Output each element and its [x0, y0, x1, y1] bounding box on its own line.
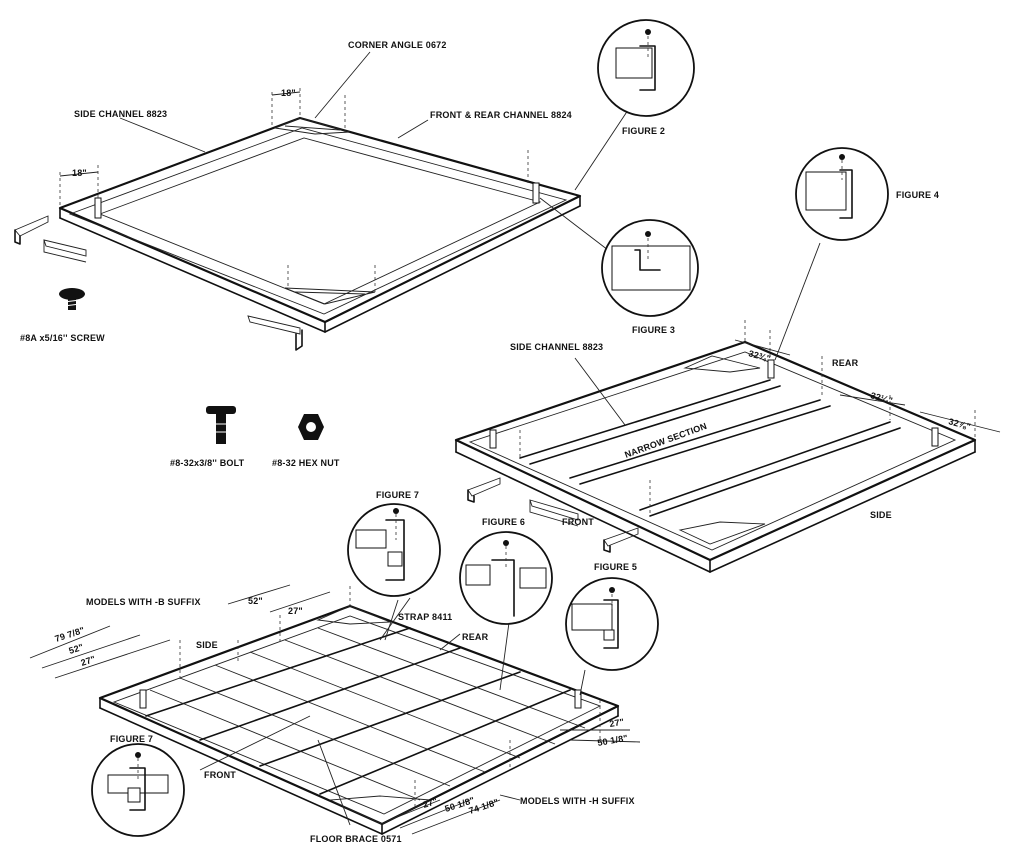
- figure3-detail: [601, 219, 699, 317]
- loose-channels-top: [14, 215, 303, 351]
- label-figure2: FIGURE 2: [622, 126, 665, 136]
- label-narrow-section: NARROW SECTION: [623, 421, 708, 460]
- figure7-top-detail: [347, 503, 441, 597]
- top-frame-assembly: [58, 51, 641, 333]
- label-corner-angle: CORNER ANGLE 0672: [348, 40, 447, 50]
- label-side-mid: SIDE: [870, 510, 892, 520]
- figure5-detail: [565, 577, 659, 671]
- hex-nut-icon: [298, 414, 324, 440]
- label-front-rear-channel: FRONT & REAR CHANNEL 8824: [430, 110, 572, 120]
- loose-channels-middle: [467, 477, 639, 553]
- label-figure3: FIGURE 3: [632, 325, 675, 335]
- label-floor-brace: FLOOR BRACE 0571: [310, 834, 402, 844]
- label-side-channel-mid: SIDE CHANNEL 8823: [510, 342, 603, 352]
- label-side-bottom: SIDE: [196, 640, 218, 650]
- label-front-bottom: FRONT: [204, 770, 236, 780]
- label-dim-18-left: 18": [72, 168, 87, 178]
- label-dim-27-left: 27": [80, 654, 97, 668]
- label-figure7-bottom: FIGURE 7: [110, 734, 153, 744]
- label-dim-32-a: 32¾": [747, 348, 771, 364]
- screw-icon: [59, 288, 85, 310]
- label-strap: STRAP 8411: [398, 612, 452, 622]
- label-models-b: MODELS WITH -B SUFFIX: [86, 597, 201, 607]
- label-dim-52-left: 52": [68, 642, 85, 656]
- floor-grid-assembly: [29, 584, 641, 835]
- figure4-detail: [795, 147, 889, 241]
- label-dim-32-b: 32¼": [869, 390, 893, 406]
- label-dim-52-top: 52": [248, 596, 263, 606]
- label-figure7-top: FIGURE 7: [376, 490, 419, 500]
- middle-frame-assembly: [454, 242, 1001, 573]
- label-models-h: MODELS WITH -H SUFFIX: [520, 796, 635, 806]
- figure2-detail: [597, 19, 695, 117]
- label-dim-50-right: 50 1/8": [597, 733, 629, 748]
- label-dim-27-bottom: 27": [422, 796, 439, 810]
- label-bolt: #8-32x3/8'' BOLT: [170, 458, 245, 468]
- figure6-detail: [459, 531, 553, 625]
- label-figure4: FIGURE 4: [896, 190, 939, 200]
- figure7-bottom-detail: [91, 743, 185, 837]
- label-dim-27-top: 27": [288, 606, 303, 616]
- label-hex-nut: #8-32 HEX NUT: [272, 458, 340, 468]
- label-side-channel-top: SIDE CHANNEL 8823: [74, 109, 167, 119]
- label-dim-27-right: 27": [609, 717, 625, 729]
- label-dim-18-top: 18": [281, 88, 296, 98]
- label-screw: #8A x5/16'' SCREW: [20, 333, 105, 343]
- label-front-mid: FRONT: [562, 517, 594, 527]
- label-figure6: FIGURE 6: [482, 517, 525, 527]
- label-rear-bottom: REAR: [462, 632, 489, 642]
- bolt-icon: [206, 406, 236, 444]
- label-figure5: FIGURE 5: [594, 562, 637, 572]
- label-rear-mid: REAR: [832, 358, 859, 368]
